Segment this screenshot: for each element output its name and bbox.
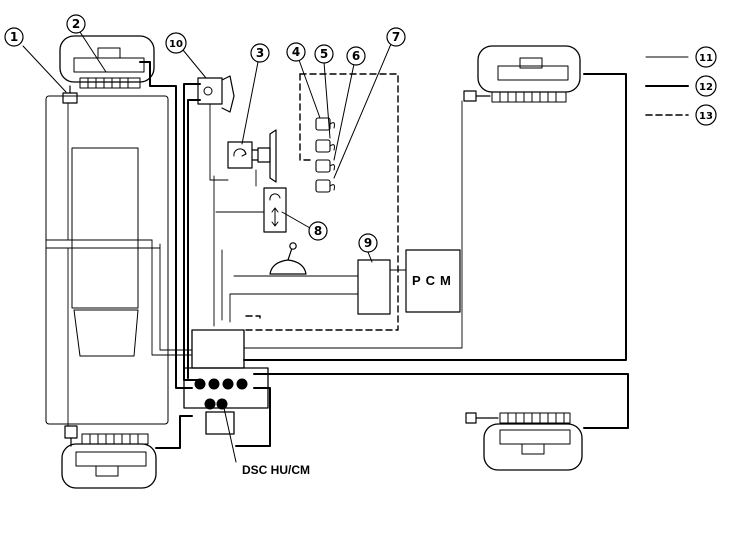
rear-right-wheel <box>483 423 583 471</box>
rear-left-tone-ring <box>81 433 149 445</box>
callout-10-text: 10 <box>169 39 183 50</box>
vehicle-cabin <box>71 147 139 309</box>
thin-wiring <box>45 100 463 427</box>
callout-8: 8 <box>308 221 328 241</box>
legend-lines <box>645 56 689 116</box>
callout-6: 6 <box>346 46 366 66</box>
callout-2: 2 <box>66 14 86 34</box>
callout-11: 11 <box>695 46 717 68</box>
callout-4-text: 4 <box>292 45 300 59</box>
front-right-wheel <box>477 45 581 93</box>
can-lines <box>245 73 399 331</box>
callout-9-text: 9 <box>364 236 372 250</box>
rear-right-wheel-speed-sensor <box>465 412 499 424</box>
yaw-rate-sensor <box>263 187 287 233</box>
component-9-box <box>357 259 391 315</box>
brake-lines <box>139 61 629 449</box>
callout-2-text: 2 <box>72 17 80 31</box>
callout-6-text: 6 <box>352 49 360 63</box>
callout-5-text: 5 <box>320 47 328 61</box>
brake-pedal <box>269 242 307 275</box>
pcm-label: PCM <box>412 273 456 288</box>
front-right-wheel-speed-sensor <box>463 90 491 102</box>
callout-10: 10 <box>165 32 187 54</box>
brake-master-cylinder <box>197 75 235 113</box>
steering-wheel <box>251 129 277 183</box>
callout-12: 12 <box>695 75 717 97</box>
steering-angle-sensor <box>227 141 253 169</box>
rear-right-tone-ring <box>499 412 571 424</box>
callout-11-text: 11 <box>699 53 713 64</box>
dsc-hu-cm-label: DSC HU/CM <box>242 463 310 477</box>
leader-lines <box>22 31 392 463</box>
callouts: 1 2 10 3 4 5 6 7 <box>4 14 717 253</box>
front-left-wheel-speed-sensor <box>62 85 78 104</box>
vehicle-rear-trunk <box>73 309 139 357</box>
front-left-tone-ring <box>79 77 141 89</box>
callout-5: 5 <box>314 44 334 64</box>
callout-13: 13 <box>695 104 717 126</box>
callout-13-text: 13 <box>699 111 713 122</box>
front-left-wheel <box>59 35 155 83</box>
callout-3-text: 3 <box>256 46 264 60</box>
callout-12-text: 12 <box>699 82 713 93</box>
callout-1: 1 <box>4 27 24 47</box>
callout-3: 3 <box>250 43 270 63</box>
hu-connection-ports <box>194 378 248 410</box>
vehicle-body-outline <box>45 95 169 425</box>
rear-left-wheel <box>61 443 157 489</box>
pcm-box <box>405 249 461 313</box>
front-right-tone-ring <box>491 91 567 103</box>
rear-left-wheel-speed-sensor <box>64 425 78 447</box>
callout-7: 7 <box>386 27 406 47</box>
switch-cluster <box>315 117 335 193</box>
callout-8-text: 8 <box>314 224 322 238</box>
callout-9: 9 <box>358 233 378 253</box>
callout-1-text: 1 <box>10 30 18 44</box>
callout-4: 4 <box>286 42 306 62</box>
callout-7-text: 7 <box>392 30 400 44</box>
